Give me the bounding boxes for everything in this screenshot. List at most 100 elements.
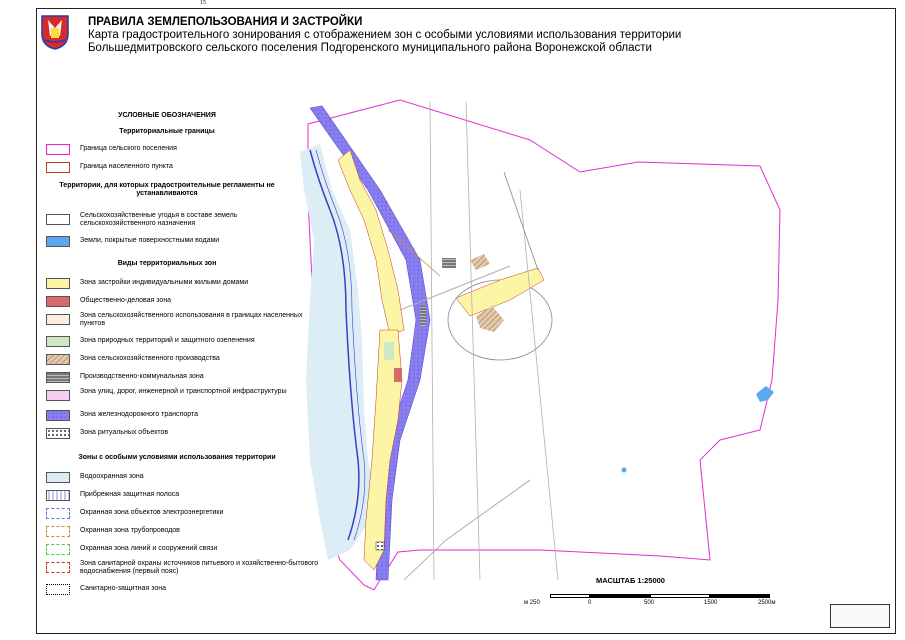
scale-segment xyxy=(550,594,590,598)
legend-item: Общественно-деловая зона xyxy=(42,294,322,310)
legend-item: Водоохранная зона xyxy=(42,470,322,486)
legend-label: Охранная зона линий и сооружений связи xyxy=(80,545,218,552)
map-subtitle-line-2: Большедмитровского сельского поселения П… xyxy=(88,42,652,54)
residential-zone-east xyxy=(455,267,545,317)
legend-swatch xyxy=(46,144,70,155)
legend-label: Зона улиц, дорог, инженерной и транспорт… xyxy=(80,388,287,395)
road xyxy=(465,101,481,581)
legend-swatch xyxy=(46,214,70,225)
industrial-zone xyxy=(420,306,426,326)
legend-item: Производственно-коммунальная зона xyxy=(42,370,322,386)
scale-segment xyxy=(590,594,650,598)
railway-zone xyxy=(309,105,431,581)
legend-item: Зона сельскохозяйственного производства xyxy=(42,352,322,368)
legend-label: Граница сельского поселения xyxy=(80,145,177,152)
legend-label: Земли, покрытые поверхностными водами xyxy=(80,237,220,244)
green-zone xyxy=(384,342,394,360)
lake xyxy=(621,467,627,473)
legend-item: Охранная зона объектов электроэнергетики xyxy=(42,506,322,522)
legend-swatch xyxy=(46,490,70,501)
legend-label: Зона застройки индивидуальными жилыми до… xyxy=(80,279,249,286)
agri-production-zone xyxy=(476,306,504,332)
legend-item: Зона санитарной охраны источников питьев… xyxy=(42,560,322,576)
legend-swatch xyxy=(46,584,70,595)
legend-label: Прибрежная защитная полоса xyxy=(80,491,180,498)
industrial-zone xyxy=(442,258,456,268)
legend-section-title: Виды территориальных зон xyxy=(117,260,217,267)
legend-item: Граница сельского поселения xyxy=(42,142,322,158)
scale-segment xyxy=(650,594,710,598)
legend-label: Сельскохозяйственные угодья в составе зе… xyxy=(80,212,238,227)
river xyxy=(309,149,360,541)
legend-section-title: Зоны с особыми условиями использования т… xyxy=(78,454,276,461)
title-block: ПРАВИЛА ЗЕМЛЕПОЛЬЗОВАНИЯ И ЗАСТРОЙКИ Кар… xyxy=(88,16,848,55)
legend-swatch xyxy=(46,236,70,247)
map-title: ПРАВИЛА ЗЕМЛЕПОЛЬЗОВАНИЯ И ЗАСТРОЙКИ xyxy=(88,16,363,28)
coat-of-arms-emblem xyxy=(41,15,69,50)
legend-swatch xyxy=(46,278,70,289)
legend-item: Сельскохозяйственные угодья в составе зе… xyxy=(42,212,322,228)
road xyxy=(399,265,511,311)
legend-item: Зона железнодорожного транспорта xyxy=(42,408,322,424)
legend-item: Охранная зона линий и сооружений связи xyxy=(42,542,322,558)
scale-tick-label: 1500 xyxy=(704,600,718,606)
legend-item: Зона сельскохозяйственного использования… xyxy=(42,312,322,328)
scale-tick-label: 2500м xyxy=(758,600,776,606)
legend-swatch xyxy=(46,526,70,537)
legend-item: Охранная зона трубопроводов xyxy=(42,524,322,540)
legend-swatch xyxy=(46,354,70,365)
legend-section-title: Территориальные границы xyxy=(119,128,215,135)
legend-label: Зона сельскохозяйственного производства xyxy=(80,355,220,362)
legend-swatch xyxy=(46,162,70,173)
cemetery xyxy=(375,541,385,551)
legend-swatch xyxy=(46,372,70,383)
legend-swatch xyxy=(46,336,70,347)
river-bank xyxy=(315,149,366,541)
legend-swatch xyxy=(46,410,70,421)
legend-swatch xyxy=(46,428,70,439)
legend-section-title: Территории, для которых градостроительны… xyxy=(59,182,275,197)
legend-label: Граница населенного пункта xyxy=(80,163,173,170)
legend-label: Охранная зона трубопроводов xyxy=(80,527,180,534)
legend-swatch xyxy=(46,508,70,519)
scale-tick-label: м 250 xyxy=(524,600,540,606)
legend-item: Зона ритуальных объектов xyxy=(42,426,322,442)
legend-label: Общественно-деловая зона xyxy=(80,297,172,304)
page-frame xyxy=(36,8,896,634)
map-subtitle-line-1: Карта градостроительного зонирования с о… xyxy=(88,29,682,41)
legend-swatch xyxy=(46,544,70,555)
page-number: 15 xyxy=(200,0,206,6)
agri-production-zone xyxy=(470,254,490,270)
legend-item: Зона улиц, дорог, инженерной и транспорт… xyxy=(42,388,322,404)
legend-swatch xyxy=(46,390,70,401)
legend-label: Зона сельскохозяйственного использования… xyxy=(80,312,303,327)
public-business-zone xyxy=(394,368,402,382)
scale-title: МАСШТАБ 1:25000 xyxy=(596,576,665,585)
legend-item: Земли, покрытые поверхностными водами xyxy=(42,234,322,250)
road xyxy=(403,479,531,581)
scale-segment xyxy=(710,594,770,598)
legend-label: Зона железнодорожного транспорта xyxy=(80,411,198,418)
legend-swatch xyxy=(46,472,70,483)
scale-tick-label: 0 xyxy=(588,600,592,606)
legend-swatch xyxy=(46,296,70,307)
legend-swatch xyxy=(46,562,70,573)
legend-item: Граница населенного пункта xyxy=(42,160,322,176)
approval-stamp xyxy=(830,604,890,628)
legend-swatch xyxy=(46,314,70,325)
scale-tick-label: 500 xyxy=(644,600,655,606)
legend-item: Санитарно-защитная зона xyxy=(42,582,322,598)
legend-label: Производственно-коммунальная зона xyxy=(80,373,204,380)
legend-item: Прибрежная защитная полоса xyxy=(42,488,322,504)
legend-label: Водоохранная зона xyxy=(80,473,144,480)
road xyxy=(429,101,435,581)
residential-zone-north xyxy=(337,149,405,336)
legend-label: Санитарно-защитная зона xyxy=(80,585,167,592)
legend-heading: УСЛОВНЫЕ ОБОЗНАЧЕНИЯ xyxy=(118,112,216,119)
pipeline xyxy=(387,229,441,277)
legend-item: Зона застройки индивидуальными жилыми до… xyxy=(42,276,322,292)
road xyxy=(519,189,559,581)
legend-label: Зона ритуальных объектов xyxy=(80,429,169,436)
scale-bar: МАСШТАБ 1:25000 м 250 0 500 1500 2500м xyxy=(524,576,780,616)
legend-label: Охранная зона объектов электроэнергетики xyxy=(80,509,224,516)
